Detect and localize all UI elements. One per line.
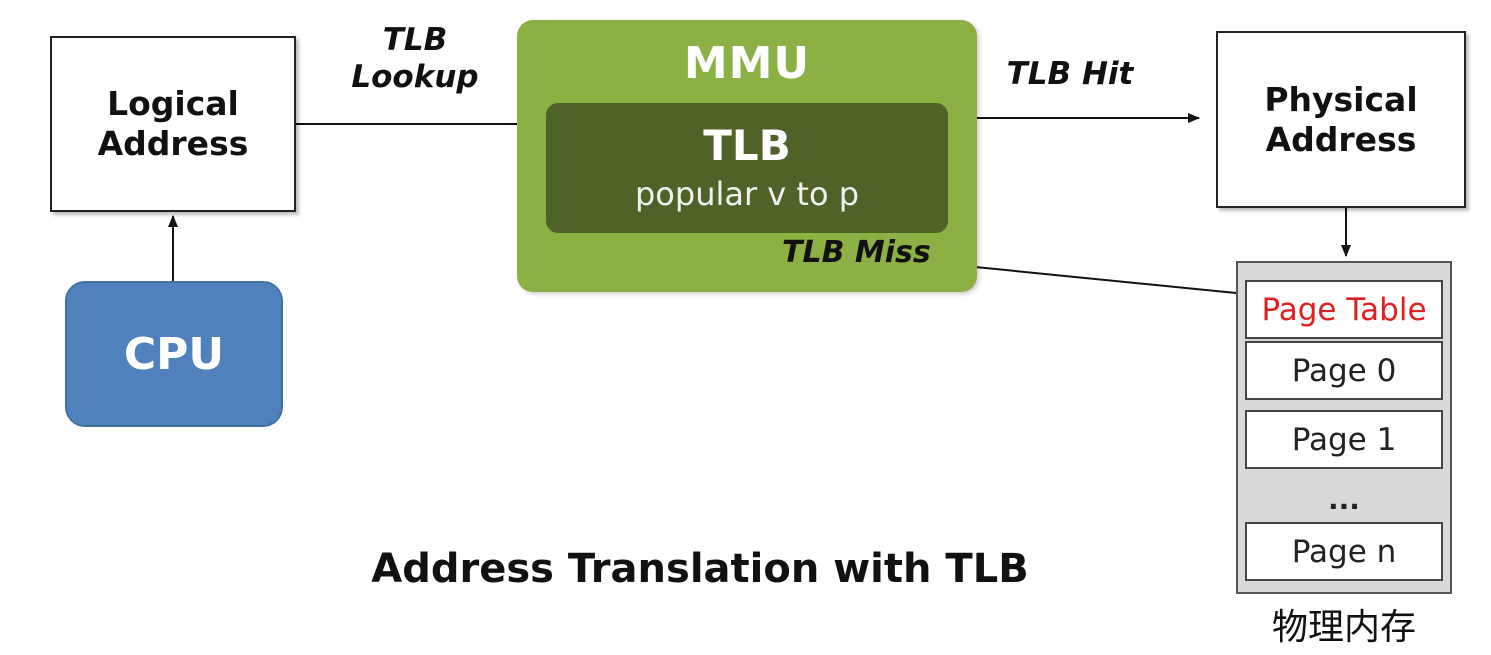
physical-memory-stack: Page Table Page 0 Page 1 ... Page n xyxy=(1236,261,1452,594)
tlb-lookup-label: TLB Lookup xyxy=(351,22,479,96)
logical-address-label: Logical Address xyxy=(97,84,249,163)
tlb-subtitle: popular v to p xyxy=(634,175,860,214)
cpu-label: CPU xyxy=(123,328,225,380)
page-n-cell: Page n xyxy=(1245,522,1443,581)
tlb-box: TLB popular v to p xyxy=(546,103,948,233)
tlb-title: TLB xyxy=(703,120,791,170)
logical-address-box: Logical Address xyxy=(50,36,296,212)
page-1-cell: Page 1 xyxy=(1245,410,1443,469)
mmu-label: MMU xyxy=(683,38,811,89)
physical-address-label: Physical Address xyxy=(1264,79,1418,159)
diagram-caption: Address Translation with TLB xyxy=(371,546,1029,592)
cpu-box: CPU xyxy=(65,281,283,427)
physical-memory-label: 物理内存 xyxy=(1271,607,1416,648)
tlb-miss-label: TLB Miss xyxy=(782,235,931,270)
arrow-pagetable-to-tlb-miss xyxy=(954,261,1237,294)
ellipsis-cell: ... xyxy=(1328,482,1360,516)
physical-address-box: Physical Address xyxy=(1216,31,1466,208)
page-table-cell: Page Table xyxy=(1245,280,1443,339)
page-0-cell: Page 0 xyxy=(1245,341,1443,400)
tlb-hit-label: TLB Hit xyxy=(1006,56,1134,92)
mmu-box: MMU TLB popular v to p TLB Miss xyxy=(517,20,977,292)
